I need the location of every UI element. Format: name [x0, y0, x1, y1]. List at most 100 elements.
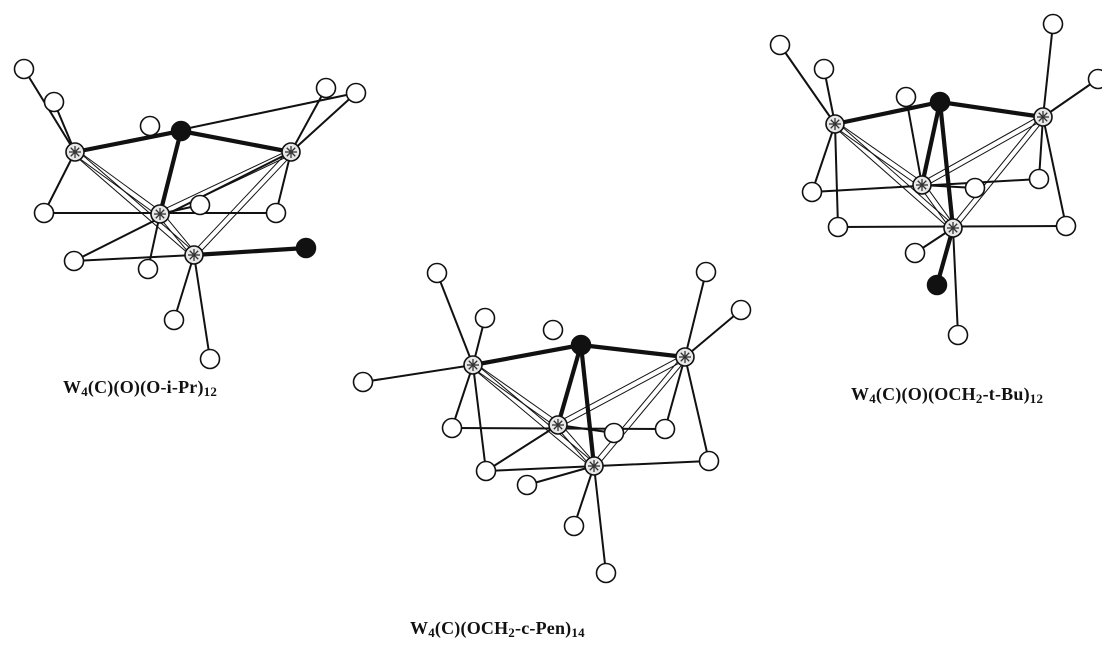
tungsten-shading: [589, 461, 599, 471]
w-o-bond: [1042, 116, 1067, 227]
oxygen-atom: [769, 34, 791, 56]
tungsten-shading: [1038, 112, 1048, 122]
oxygen-atom: [516, 474, 538, 496]
w-o-bond: [593, 465, 607, 574]
structure-W4-C-O-OCH2tBu12: [769, 13, 1102, 346]
w-w-bond: [195, 153, 294, 258]
w-bridge-bond: [832, 99, 943, 127]
oxygen-atom: [730, 299, 752, 321]
oxygen-atom: [947, 324, 969, 346]
w-w-bond: [558, 358, 687, 428]
w-w-bond: [923, 118, 1045, 188]
w-w-bond: [836, 121, 924, 184]
oxygen-atom: [137, 258, 159, 280]
oxygen-atom: [698, 450, 720, 472]
w-bridge-bond: [157, 128, 184, 217]
w-bridge-bond: [578, 342, 688, 360]
w-w-bond: [591, 355, 684, 465]
w-o-bond: [811, 123, 836, 193]
w-w-bond: [836, 121, 956, 227]
w-w-bond: [954, 118, 1046, 230]
formula-label-w4-c-o-oipr12: W4(C)(O)(O-i-Pr)12: [63, 377, 218, 399]
oxygen-atom: [595, 562, 617, 584]
w-o-bond: [664, 356, 686, 430]
frame-bond: [73, 254, 195, 262]
w-o-bond: [905, 96, 923, 186]
w-o-bond: [1042, 23, 1054, 118]
oxygen-atom: [345, 82, 367, 104]
bridging-atom: [926, 274, 948, 296]
bridging-atom: [570, 334, 592, 356]
oxygen-atom: [163, 309, 185, 331]
w-o-bond: [173, 254, 195, 321]
oxygen-atom: [1042, 13, 1064, 35]
bridging-atom: [295, 237, 317, 259]
w-o-bond: [193, 254, 211, 360]
w-o-bond: [1038, 116, 1044, 180]
w-o-bond: [436, 272, 474, 366]
w-w-bond: [76, 149, 197, 254]
oxygen-atom: [199, 348, 221, 370]
w-o-bond: [43, 151, 76, 214]
w-bridge-bond: [919, 99, 943, 188]
oxygen-atom: [904, 242, 926, 264]
tungsten-shading: [468, 360, 478, 370]
oxygen-atom: [315, 77, 337, 99]
bridging-atom: [929, 91, 951, 113]
w-w-bond: [72, 153, 193, 258]
oxygen-atom: [695, 261, 717, 283]
oxygen-atom: [801, 181, 823, 203]
formula-label-w4-c-o-och2-tbu12: W4(C)(O)(OCH2-t-Bu)12: [851, 384, 1044, 406]
oxygen-atom: [964, 177, 986, 199]
oxygen-atom: [1055, 215, 1077, 237]
w-w-bond: [471, 366, 593, 469]
oxygen-atom: [1028, 168, 1050, 190]
w-w-bond: [950, 115, 1042, 227]
w-bridge-bond: [191, 245, 309, 258]
oxygen-atom: [603, 422, 625, 444]
structure-W4-C-O-OiPr12: [13, 58, 367, 370]
oxygen-atom: [265, 202, 287, 224]
oxygen-atom: [813, 58, 835, 80]
w-w-bond: [595, 358, 688, 468]
w-bridge-bond: [555, 342, 584, 428]
oxygen-atom: [189, 194, 211, 216]
tungsten-shading: [830, 119, 840, 129]
w-w-bond: [191, 149, 290, 254]
oxygen-atom: [426, 262, 448, 284]
w-o-bond: [526, 465, 595, 486]
oxygen-atom: [542, 319, 564, 341]
w-o-bond: [1042, 78, 1099, 118]
w-w-bond: [474, 362, 560, 424]
oxygen-atom: [139, 115, 161, 137]
bridging-atom: [170, 120, 192, 142]
w-w-bond: [471, 366, 557, 428]
tungsten-shading: [70, 147, 80, 157]
w-w-bond: [832, 125, 952, 231]
tungsten-shading: [189, 250, 199, 260]
w-bridge-bond: [470, 342, 584, 368]
w-o-bond: [290, 92, 357, 153]
w-o-bond: [485, 424, 559, 472]
w-w-bond: [474, 362, 596, 465]
tungsten-shading: [155, 209, 165, 219]
w-o-bond: [290, 87, 327, 153]
tungsten-shading: [286, 147, 296, 157]
oxygen-atom: [33, 202, 55, 224]
w-w-bond: [556, 354, 685, 424]
w-bridge-bond: [937, 99, 956, 231]
tungsten-shading: [680, 352, 690, 362]
oxygen-atom: [13, 58, 35, 80]
tungsten-shading: [948, 223, 958, 233]
oxygen-atom: [352, 371, 374, 393]
w-o-bond: [952, 227, 959, 336]
oxygen-atom: [1087, 68, 1102, 90]
oxygen-atom: [63, 250, 85, 272]
w-o-bond: [472, 364, 487, 472]
w-o-bond: [684, 271, 707, 358]
w-bridge-bond: [72, 128, 184, 155]
oxygen-atom: [43, 91, 65, 113]
w-o-bond: [779, 44, 836, 125]
w-bridge-bond: [937, 99, 1046, 120]
